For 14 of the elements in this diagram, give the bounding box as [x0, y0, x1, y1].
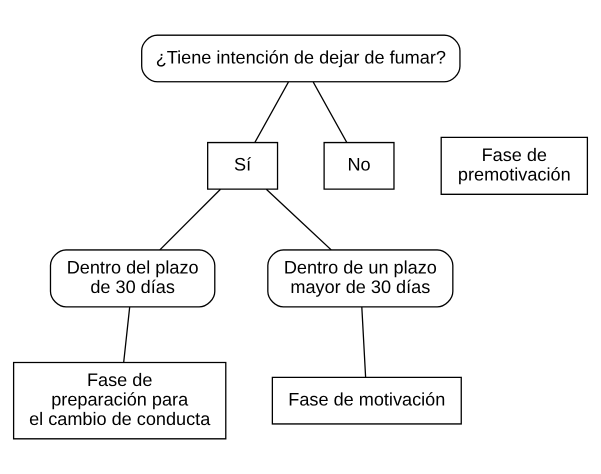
node-box: Fase de premotivación [440, 136, 588, 195]
connector [123, 307, 130, 362]
node-box: Dentro del plazo de 30 días [50, 249, 216, 308]
node-box: Dentro de un plazo mayor de 30 días [267, 249, 454, 308]
connector [266, 188, 332, 250]
connector [254, 82, 290, 143]
connector [312, 82, 348, 143]
node-box: Fase de preparación para el cambio de conducta [12, 362, 226, 440]
node-box: ¿Tiene intención de dejar de fumar? [141, 34, 461, 82]
connector [361, 307, 366, 378]
node-box: Fase de motivación [272, 376, 462, 425]
connector [159, 188, 221, 250]
node-box: Sí [207, 142, 278, 190]
node-box: No [323, 142, 395, 190]
